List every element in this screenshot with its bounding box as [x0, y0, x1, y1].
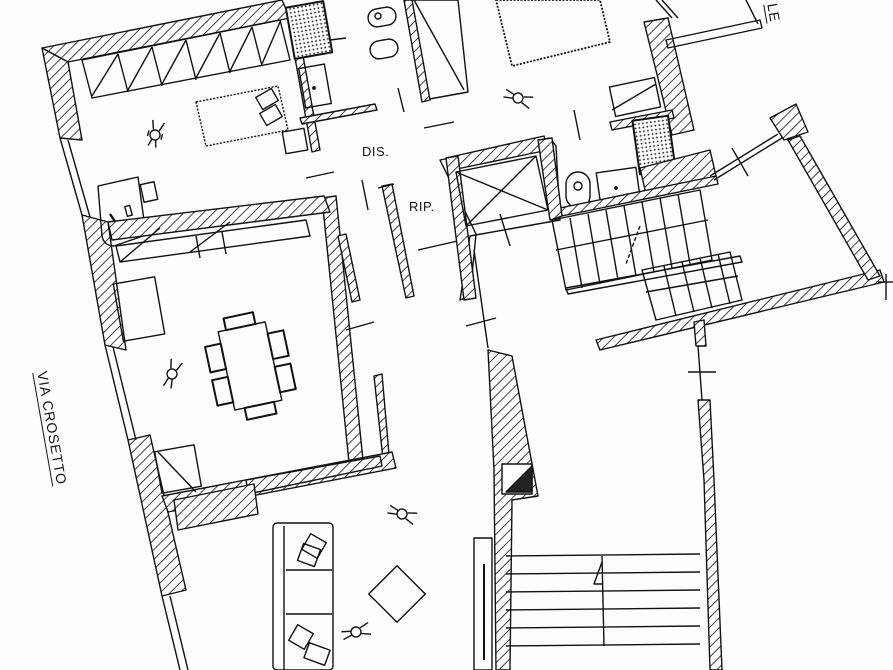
window [665, 19, 763, 49]
room-label-storage: RIP. [409, 199, 435, 214]
bathroom-2 [549, 109, 719, 219]
stairwell [551, 103, 893, 401]
staircase-lower [505, 553, 701, 647]
person-figure [503, 88, 534, 109]
cabinet [608, 76, 662, 118]
corridor-walls [305, 37, 581, 473]
bathroom-1 [367, 0, 469, 103]
entrance-hall [465, 249, 723, 670]
shower-tray [284, 0, 334, 60]
street-label-partial: LE [763, 2, 784, 24]
sofa [272, 522, 334, 670]
sink [298, 63, 332, 109]
person-figure [162, 358, 183, 389]
person-figure [146, 119, 166, 148]
bed [495, 0, 611, 67]
staircase [551, 189, 713, 291]
desk [97, 176, 147, 247]
chair [139, 181, 159, 203]
pillow [255, 87, 279, 111]
sideboard [115, 219, 311, 263]
living-room [173, 483, 426, 670]
coffee-table [368, 565, 426, 623]
bidet [367, 6, 397, 28]
cabinet [112, 276, 166, 342]
bedroom-2 [495, 0, 763, 136]
dining-table [204, 311, 297, 421]
pillow [259, 103, 283, 127]
street-line-top [745, 0, 759, 25]
nightstand [281, 127, 309, 155]
toilet [369, 38, 399, 60]
bed [195, 85, 289, 147]
person-figure [387, 504, 418, 525]
interior-wall-bedroom-bath [284, 0, 378, 153]
exterior-wall-left [41, 0, 291, 670]
person-figure [341, 621, 372, 641]
room-label-corridor: DIS. [362, 144, 390, 159]
wardrobe [81, 19, 291, 99]
bedroom-1 [81, 19, 309, 247]
